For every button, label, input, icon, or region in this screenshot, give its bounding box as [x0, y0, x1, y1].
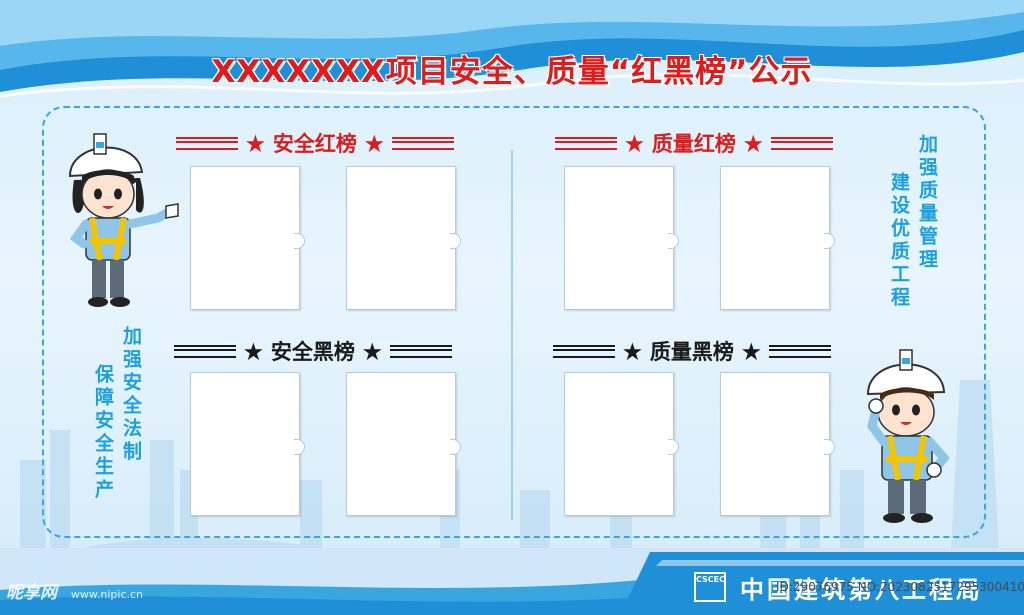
heading-quality-red: ★ 质量红榜 ★ — [555, 128, 833, 158]
photo-slot-safety-red-1 — [190, 166, 305, 310]
center-divider — [511, 150, 513, 520]
watermark-id: ID:29076975 NO:20230825172953004106 — [776, 580, 1024, 594]
star-icon: ★ — [362, 338, 382, 364]
heading-safety-black: ★ 安全黑榜 ★ — [174, 336, 452, 366]
company-name: 中国建筑第八工程局 — [740, 576, 983, 604]
star-icon: ★ — [244, 338, 263, 364]
star-icon: ★ — [625, 130, 644, 156]
photo-slot-quality-red-2 — [720, 166, 835, 310]
page-title: XXXXXXX项目安全、质量“红黑榜”公示 — [211, 54, 813, 90]
photo-slot-quality-black-2 — [720, 372, 835, 516]
display-panel — [42, 106, 986, 538]
worker-girl-figure — [68, 133, 179, 307]
watermark-site: 昵享网 www.nipic.cn — [6, 583, 144, 603]
heading-quality-black: ★ 质量黑榜 ★ — [553, 336, 831, 366]
worker-boy-figure — [866, 349, 950, 523]
star-icon: ★ — [246, 130, 265, 156]
photo-slot-quality-red-1 — [564, 166, 679, 310]
star-icon: ★ — [741, 338, 761, 364]
photo-slot-safety-red-2 — [346, 166, 461, 310]
heading-safety-red: ★ 安全红榜 ★ — [176, 128, 454, 158]
photo-slot-safety-black-2 — [346, 372, 461, 516]
photo-slot-quality-black-1 — [564, 372, 679, 516]
slogan-left-2: 保障安全生产 — [92, 364, 114, 502]
photo-slot-safety-black-1 — [190, 372, 305, 516]
star-icon: ★ — [364, 130, 384, 156]
star-icon: ★ — [743, 130, 763, 156]
slogan-left-1: 加强安全法制 — [120, 326, 142, 464]
slogan-right-1: 加强质量管理 — [916, 134, 938, 272]
company-logo-icon: CSCEC — [694, 572, 726, 602]
star-icon: ★ — [623, 338, 642, 364]
slogan-right-2: 建设优质工程 — [888, 172, 910, 310]
